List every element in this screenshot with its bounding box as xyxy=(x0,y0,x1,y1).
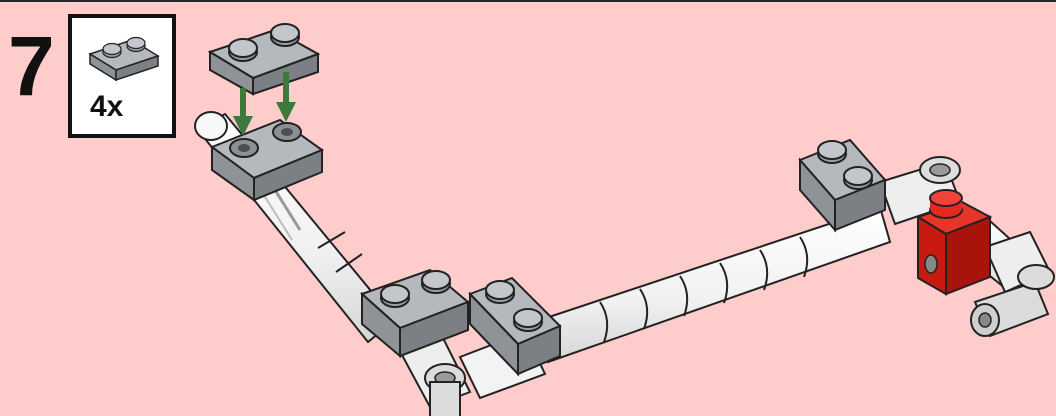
long-tube xyxy=(540,207,890,362)
step-number: 7 xyxy=(8,24,55,108)
plate-incoming xyxy=(210,24,318,94)
part-quantity: 4x xyxy=(90,90,123,124)
plate-middle-left xyxy=(362,270,468,356)
plate-1x2-icon xyxy=(80,24,164,88)
parts-callout: 4x xyxy=(68,14,176,138)
